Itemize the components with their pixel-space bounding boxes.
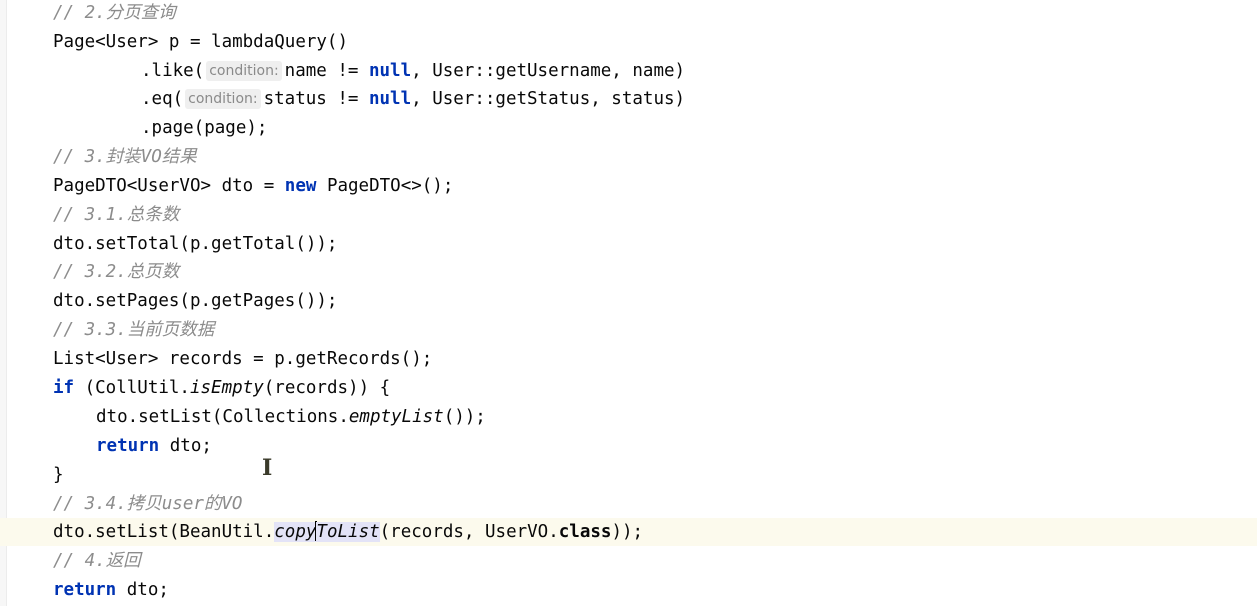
code-token: status != [263, 89, 369, 109]
keyword-null: null [368, 61, 412, 81]
code-line-16[interactable]: return dto; [0, 432, 1257, 460]
parameter-hint: condition: [185, 89, 261, 109]
code-token: dto.setList(Collections. [96, 407, 349, 427]
editor-gutter-edge [0, 0, 7, 606]
code-line-17[interactable]: } [0, 461, 1257, 489]
code-token: .like( [141, 61, 205, 81]
code-line-9[interactable]: dto.setTotal(p.getTotal()); [0, 230, 1257, 258]
code-token: ()); [443, 407, 486, 427]
code-line-2[interactable]: Page<User> p = lambdaQuery() [0, 28, 1257, 56]
code-line-4[interactable]: .eq(condition:status != null, User::getS… [0, 85, 1257, 113]
code-text: return dto; [96, 432, 212, 460]
code-token: (records)) { [263, 378, 391, 398]
code-text: PageDTO<UserVO> dto = new PageDTO<>(); [53, 172, 453, 200]
code-line-5[interactable]: .page(page); [0, 114, 1257, 142]
code-text: dto.setList(BeanUtil.copyToList(records,… [53, 518, 643, 546]
mouse-ibeam-cursor-icon: I [262, 455, 273, 481]
keyword-if: if [53, 378, 75, 398]
keyword-new: new [284, 176, 317, 196]
code-token: dto; [159, 436, 212, 456]
comment: // 3.2.总页数 [53, 262, 180, 282]
code-line-19[interactable]: dto.setList(BeanUtil.copyToList(records,… [0, 518, 1257, 546]
highlighted-method-part: ToList [316, 522, 380, 542]
keyword-return: return [53, 580, 117, 600]
code-line-3[interactable]: .like(condition:name != null, User::getU… [0, 57, 1257, 85]
code-line-12[interactable]: // 3.3.当前页数据 [0, 316, 1257, 344]
code-token: dto.setList(BeanUtil. [53, 522, 275, 542]
keyword-return: return [96, 436, 160, 456]
code-token: (CollUtil. [74, 378, 190, 398]
highlighted-method-part: copy [274, 522, 317, 542]
code-token: dto; [116, 580, 169, 600]
code-token: name != [284, 61, 369, 81]
code-line-6[interactable]: // 3.封装VO结果 [0, 143, 1257, 171]
code-token: , User::getUsername, name) [411, 61, 686, 81]
code-line-1[interactable]: // 2.分页查询 [0, 0, 1257, 27]
code-text: return dto; [53, 576, 169, 604]
comment: // 3.4.拷贝user的VO [53, 494, 243, 514]
code-text: dto.setPages(p.getPages()); [53, 291, 338, 311]
code-text: dto.setList(Collections.emptyList()); [96, 403, 486, 431]
code-token: (records, UserVO. [379, 522, 559, 542]
comment: // 3.3.当前页数据 [53, 320, 215, 340]
code-text: List<User> records = p.getRecords(); [53, 349, 433, 369]
code-text: dto.setTotal(p.getTotal()); [53, 234, 338, 254]
keyword-null: null [368, 89, 412, 109]
code-line-8[interactable]: // 3.1.总条数 [0, 201, 1257, 229]
code-line-20[interactable]: // 4.返回 [0, 547, 1257, 575]
code-token: PageDTO<>(); [316, 176, 454, 196]
code-line-7[interactable]: PageDTO<UserVO> dto = new PageDTO<>(); [0, 172, 1257, 200]
code-line-11[interactable]: dto.setPages(p.getPages()); [0, 287, 1257, 315]
static-method: isEmpty [189, 378, 264, 398]
code-line-15[interactable]: dto.setList(Collections.emptyList()); [0, 403, 1257, 431]
comment: // 2.分页查询 [53, 3, 176, 23]
code-token: , User::getStatus, status) [411, 89, 686, 109]
comment: // 3.1.总条数 [53, 205, 180, 225]
code-token: PageDTO<UserVO> dto = [53, 176, 285, 196]
code-line-13[interactable]: List<User> records = p.getRecords(); [0, 345, 1257, 373]
code-token: )); [611, 522, 644, 542]
code-text: .like(condition:name != null, User::getU… [141, 57, 685, 85]
code-line-18[interactable]: // 3.4.拷贝user的VO [0, 490, 1257, 518]
code-line-21[interactable]: return dto; [0, 576, 1257, 604]
comment: // 3.封装VO结果 [53, 147, 197, 167]
code-text: .eq(condition:status != null, User::getS… [141, 85, 685, 113]
code-text: } [53, 465, 64, 485]
code-line-10[interactable]: // 3.2.总页数 [0, 258, 1257, 286]
code-text: if (CollUtil.isEmpty(records)) { [53, 374, 390, 402]
code-text: .page(page); [141, 118, 268, 138]
parameter-hint: condition: [206, 61, 282, 81]
comment: // 4.返回 [53, 551, 141, 571]
code-token: .eq( [141, 89, 184, 109]
code-line-14[interactable]: if (CollUtil.isEmpty(records)) { [0, 374, 1257, 402]
keyword-class: class [558, 522, 612, 542]
code-text: Page<User> p = lambdaQuery() [53, 32, 349, 52]
static-method: emptyList [348, 407, 444, 427]
